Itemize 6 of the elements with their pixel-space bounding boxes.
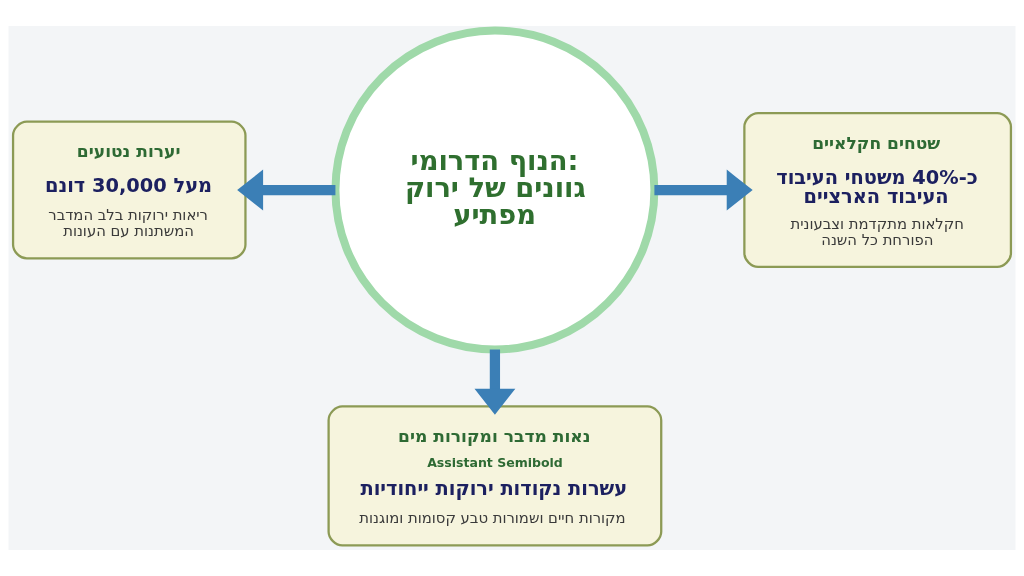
node-circle: הנוף הדרומי: גוונים של ירוק מפתיע: [331, 26, 659, 354]
arrow: [474, 349, 516, 415]
arrow: [237, 169, 336, 211]
arrow: [654, 169, 753, 211]
node-box: שטחים חקלאיים כ-40% משטחי העיבוד העיבוד הארציים חקלאות מתקדמת וצבעונית הפורחת כל השנה: [743, 112, 1013, 269]
node-box: יערות נטועים מעל 30,000 דונם ריאות ירוקות בלב המדבר המשתנות עם העונות: [11, 120, 247, 260]
